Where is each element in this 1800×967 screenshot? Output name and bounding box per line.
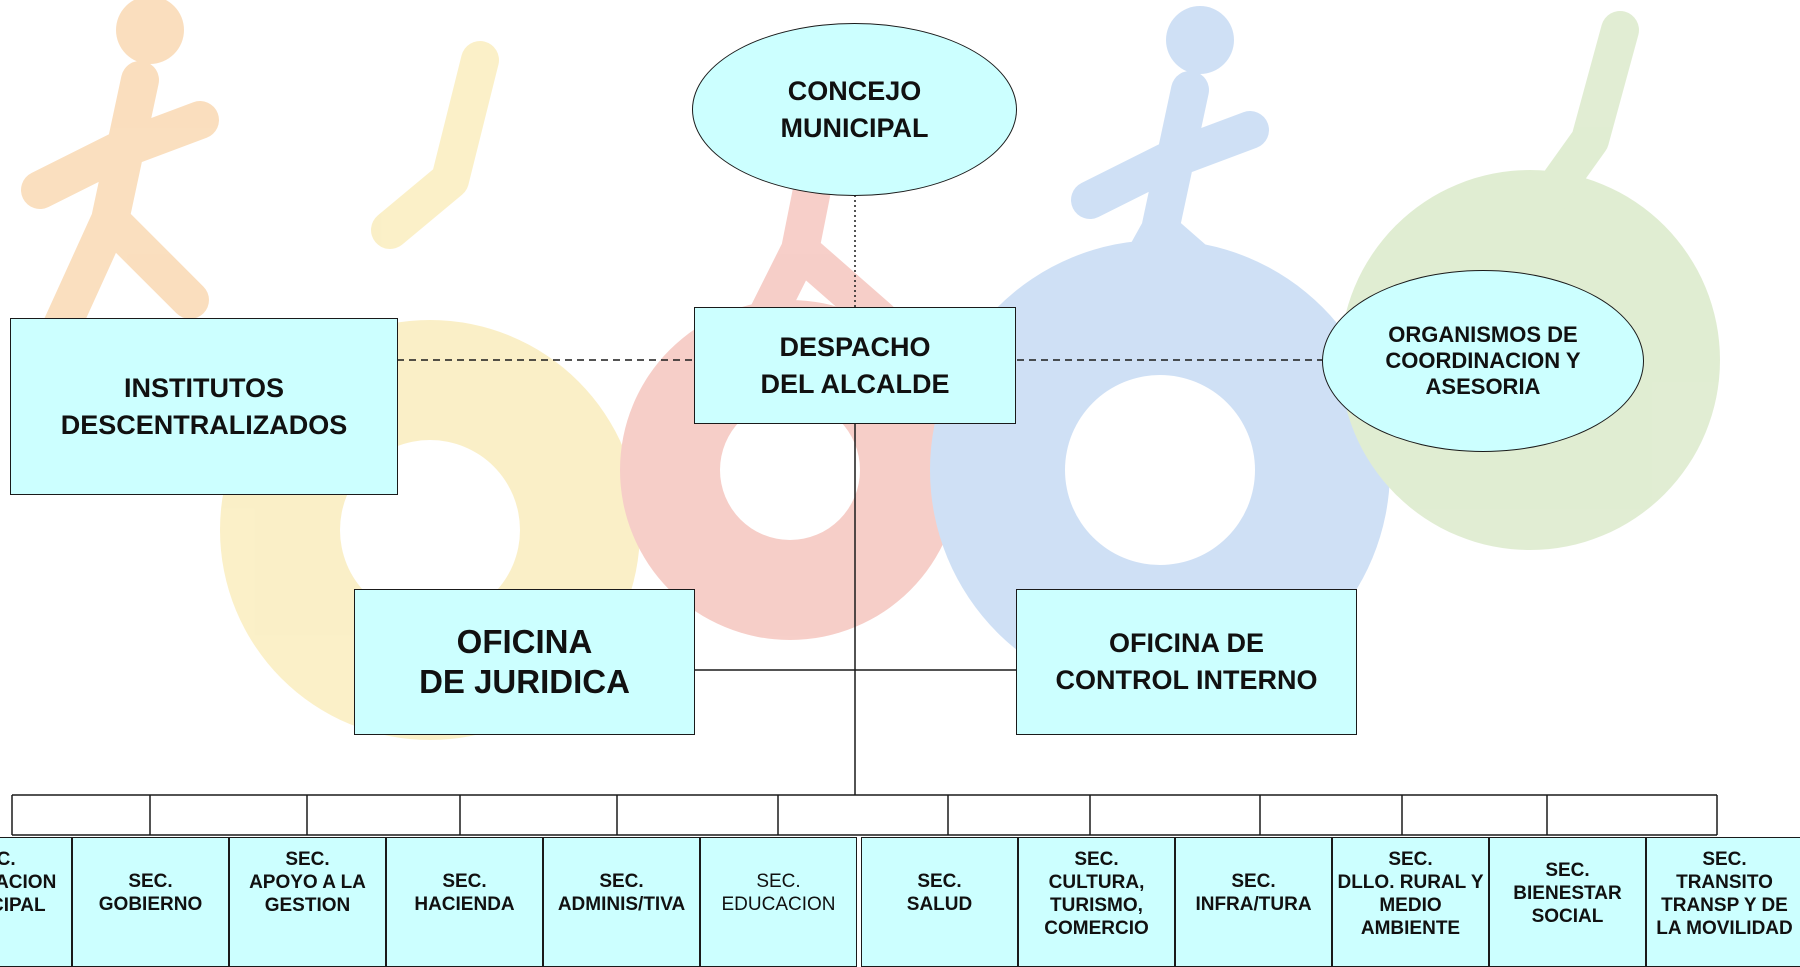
- gear-icon: [930, 240, 1390, 700]
- connector-bus-verticals: [11, 795, 1718, 835]
- sec-planeacion-node: SEC. PLANEACION MUNICIPAL: [0, 837, 72, 967]
- sec-label: SEC. EDUCACION: [721, 871, 836, 915]
- running-person-icon: [1521, 11, 1639, 229]
- concejo-municipal-label: CONCEJO MUNICIPAL: [780, 75, 929, 143]
- sec-label: SEC. APOYO A LA GESTION: [249, 849, 366, 916]
- running-person-icon: [371, 41, 499, 249]
- despacho-alcalde-label: DESPACHO DEL ALCALDE: [760, 331, 950, 399]
- running-person-icon: [1071, 6, 1269, 339]
- sec-hacienda-node: SEC. HACIENDA: [386, 837, 543, 967]
- concejo-municipal-node: CONCEJO MUNICIPAL: [692, 23, 1017, 196]
- sec-label: SEC. PLANEACION MUNICIPAL: [0, 849, 57, 916]
- sec-label: SEC. GOBIERNO: [98, 871, 203, 915]
- sec-desarrollo-rural-node: SEC. DLLO. RURAL Y MEDIO AMBIENTE: [1332, 837, 1489, 967]
- sec-gobierno-node: SEC. GOBIERNO: [72, 837, 229, 967]
- oficina-juridica-node: OFICINA DE JURIDICA: [354, 589, 695, 735]
- oficina-juridica-label: OFICINA DE JURIDICA: [419, 623, 630, 700]
- sec-apoyo-gestion-node: SEC. APOYO A LA GESTION: [229, 837, 386, 967]
- sec-label: SEC. ADMINIS/TIVA: [557, 871, 686, 915]
- oficina-control-interno-node: OFICINA DE CONTROL INTERNO: [1016, 589, 1357, 735]
- organismos-coordinacion-node: ORGANISMOS DE COORDINACION Y ASESORIA: [1322, 270, 1644, 452]
- sec-salud-node: SEC. SALUD: [861, 837, 1018, 967]
- sec-label: SEC. HACIENDA: [414, 871, 515, 915]
- sec-transito-node: SEC. TRANSITO TRANSP Y DE LA MOVILIDAD: [1646, 837, 1800, 967]
- organismos-coordinacion-label: ORGANISMOS DE COORDINACION Y ASESORIA: [1385, 322, 1581, 399]
- sec-infraestructura-node: SEC. INFRA/TURA: [1175, 837, 1332, 967]
- sec-educacion-node: SEC. EDUCACION: [700, 837, 857, 967]
- oficina-control-interno-label: OFICINA DE CONTROL INTERNO: [1055, 628, 1318, 695]
- sec-label: SEC. CULTURA, TURISMO, COMERCIO: [1044, 849, 1149, 939]
- despacho-alcalde-node: DESPACHO DEL ALCALDE: [694, 307, 1016, 424]
- sec-cultura-node: SEC. CULTURA, TURISMO, COMERCIO: [1018, 837, 1175, 967]
- sec-administrativa-node: SEC. ADMINIS/TIVA: [543, 837, 700, 967]
- sec-label: SEC. TRANSITO TRANSP Y DE LA MOVILIDAD: [1656, 849, 1793, 939]
- sec-bienestar-social-node: SEC. BIENESTAR SOCIAL: [1489, 837, 1646, 967]
- running-person-icon: [21, 0, 219, 349]
- institutos-descentralizados-label: INSTITUTOS DESCENTRALIZADOS: [60, 372, 348, 440]
- sec-label: SEC. INFRA/TURA: [1195, 871, 1312, 915]
- sec-label: SEC. BIENESTAR SOCIAL: [1513, 860, 1622, 927]
- sec-label: SEC. SALUD: [906, 871, 973, 915]
- institutos-descentralizados-node: INSTITUTOS DESCENTRALIZADOS: [10, 318, 398, 495]
- sec-label: SEC. DLLO. RURAL Y MEDIO AMBIENTE: [1337, 849, 1484, 939]
